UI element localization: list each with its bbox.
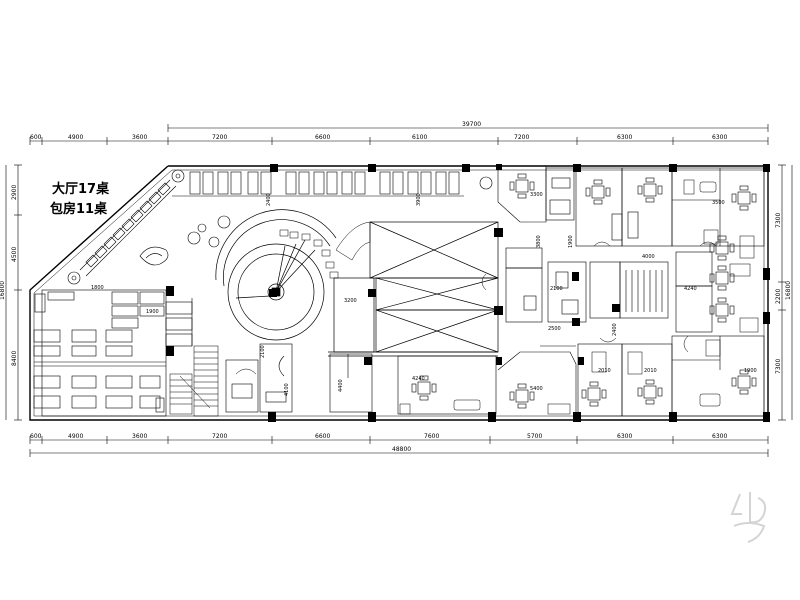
dim-bottom-9: 6300 [712, 433, 727, 440]
dim-top-9: 6300 [712, 134, 727, 141]
room-label-v3: 4100 [284, 383, 290, 396]
capacity-note-hall: 大厅17桌 [52, 181, 110, 197]
dim-bottom-3: 3600 [132, 433, 147, 440]
service-core [505, 247, 713, 333]
dim-top-2: 4900 [68, 134, 83, 141]
top-dimension-chain [29, 124, 769, 145]
bottom-segment-labels: 600 4900 3600 7200 6600 7600 5700 6300 6… [30, 433, 727, 440]
dim-left-3: 8400 [11, 351, 18, 366]
bottom-total-dimension: 48800 [392, 446, 411, 453]
dim-right-3: 7300 [775, 359, 782, 374]
dim-top-3: 3600 [132, 134, 147, 141]
top-total-dimension: 39700 [462, 121, 481, 128]
dim-right-2: 2200 [775, 289, 782, 304]
room-label-1: 1800 [91, 285, 104, 291]
bottom-dimension-chain [29, 436, 769, 457]
private-rooms-bottom [397, 335, 765, 417]
dim-top-1: 600 [30, 134, 42, 141]
room-label-3500: 4240 [684, 286, 697, 292]
room-label-v6: 2400 [612, 323, 618, 336]
private-room-sofas [399, 179, 759, 415]
dim-bottom-7: 5700 [527, 433, 542, 440]
lower-service-rooms [225, 343, 373, 413]
capacity-note-rooms: 包房11桌 [50, 201, 108, 217]
outer-walls [29, 165, 769, 421]
room-label-4240: 4240 [412, 376, 425, 382]
room-label-v5: 1900 [568, 235, 574, 248]
round-hall-seating [279, 221, 371, 279]
plant-symbols [67, 169, 493, 285]
private-rooms-top [497, 166, 765, 247]
dim-left-1: 2900 [11, 185, 18, 200]
dim-bottom-8: 6300 [617, 433, 632, 440]
lounge-sofa [139, 246, 169, 266]
round-hall-dim: 2400 [266, 193, 272, 206]
room-label-top-left: 3300 [530, 192, 543, 198]
room-label-1900: 1900 [744, 368, 757, 374]
watermark-logo [730, 492, 767, 543]
dim-left-total: 16800 [0, 281, 6, 300]
central-void-zones [328, 221, 499, 357]
dim-top-5: 6600 [315, 134, 330, 141]
room-label-2010: 2010 [644, 368, 657, 374]
dim-right-total: 16800 [785, 281, 792, 300]
room-label-2: 1900 [146, 309, 159, 315]
top-booth-row [172, 171, 464, 197]
room-label-v2: 2100 [260, 345, 266, 358]
round-dining-hall [215, 209, 337, 341]
dim-bottom-1: 600 [30, 433, 42, 440]
dim-bottom-4: 7200 [212, 433, 227, 440]
dim-left-2: 4500 [11, 247, 18, 262]
staircase [169, 345, 219, 417]
room-label-2400: 2010 [598, 368, 611, 374]
dim-bottom-6: 7600 [424, 433, 439, 440]
room-label-4100: 2500 [548, 326, 561, 332]
dim-right-1: 7300 [775, 213, 782, 228]
top-segment-labels: 600 4900 3600 7200 6600 6100 7200 6300 6… [30, 134, 727, 141]
right-dimension-chain [778, 164, 793, 421]
room-label-top: 3500 [712, 200, 725, 206]
dim-bottom-5: 6600 [315, 433, 330, 440]
room-label-4000: 4000 [642, 254, 655, 260]
door-swings [235, 241, 717, 375]
dim-top-7: 7200 [514, 134, 529, 141]
dim-top-8: 6300 [617, 134, 632, 141]
diagonal-booth-row [79, 179, 177, 277]
dim-top-4: 7200 [212, 134, 227, 141]
structural-columns [166, 164, 770, 422]
room-label-3200: 3200 [344, 298, 357, 304]
room-label-2100: 2100 [550, 286, 563, 292]
room-label-5400: 5400 [530, 386, 543, 392]
room-label-v4: 4400 [338, 379, 344, 392]
left-dimension-chain [5, 164, 22, 421]
private-dining-tables [411, 173, 757, 409]
dim-top-6: 6100 [412, 134, 427, 141]
room-label-vertical-1: 3900 [416, 193, 422, 206]
room-label-v7: 3800 [536, 235, 542, 248]
dim-bottom-2: 4900 [68, 433, 83, 440]
left-dining-block [33, 289, 193, 417]
